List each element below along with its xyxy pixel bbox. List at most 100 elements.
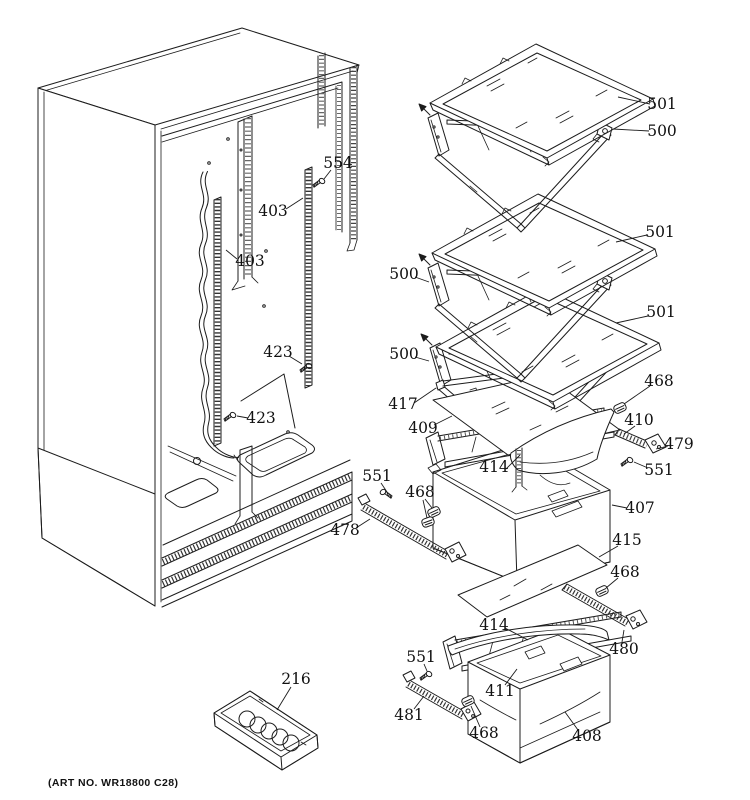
screw-423-left bbox=[223, 410, 238, 422]
part-labels: 5015005015005015004174094684104795514145… bbox=[225, 95, 694, 745]
glass-shelf-501-2 bbox=[431, 193, 658, 317]
part-label-403-28: 403 bbox=[258, 197, 304, 220]
part-label-468-8: 468 bbox=[623, 372, 674, 405]
part-label-423-31: 423 bbox=[236, 409, 276, 427]
art-number: (ART NO. WR18800 C28) bbox=[48, 777, 178, 789]
part-number-text: 423 bbox=[263, 343, 293, 361]
leader-line bbox=[236, 415, 249, 419]
leader-line bbox=[413, 695, 425, 710]
leader-line bbox=[413, 387, 437, 404]
part-number-text: 410 bbox=[624, 411, 654, 429]
part-label-468-14: 468 bbox=[405, 483, 435, 519]
part-label-407-16: 407 bbox=[611, 499, 655, 517]
part-label-468-23: 468 bbox=[469, 705, 499, 742]
leader-line bbox=[598, 545, 619, 558]
leader-line bbox=[285, 197, 304, 210]
part-number-text: 481 bbox=[394, 706, 424, 724]
leader-line bbox=[380, 482, 388, 493]
part-label-216-26: 216 bbox=[276, 670, 311, 711]
part-label-554-27: 554 bbox=[323, 154, 353, 180]
part-number-text: 468 bbox=[610, 563, 640, 581]
part-label-551-13: 551 bbox=[362, 467, 392, 493]
part-number-text: 407 bbox=[625, 499, 655, 517]
screw-551-bottom bbox=[419, 669, 434, 681]
leader-line bbox=[623, 425, 636, 435]
leader-line bbox=[633, 461, 649, 469]
part-number-text: 411 bbox=[485, 682, 515, 700]
leader-line bbox=[414, 276, 430, 283]
part-label-481-22: 481 bbox=[394, 695, 425, 724]
leader-line bbox=[623, 385, 651, 405]
part-label-501-2: 501 bbox=[615, 223, 675, 243]
part-label-417-6: 417 bbox=[388, 387, 437, 413]
refrigerator-cabinet bbox=[37, 27, 360, 608]
part-number-text: 423 bbox=[246, 409, 276, 427]
part-number-text: 551 bbox=[644, 461, 674, 479]
part-number-text: 551 bbox=[406, 648, 436, 666]
leader-line bbox=[655, 445, 669, 450]
leader-line bbox=[422, 499, 428, 519]
shelf-rail-403-right bbox=[304, 166, 313, 389]
part-number-text: 415 bbox=[612, 531, 642, 549]
leader-line bbox=[504, 668, 518, 686]
part-label-551-11: 551 bbox=[633, 461, 674, 479]
part-number-text: 480 bbox=[609, 640, 639, 658]
leader-line bbox=[615, 315, 649, 324]
part-number-text: 414 bbox=[479, 616, 509, 634]
leader-line bbox=[615, 234, 648, 243]
part-label-478-15: 478 bbox=[330, 518, 371, 539]
part-number-text: 409 bbox=[408, 419, 438, 437]
rail-480 bbox=[561, 583, 648, 630]
drawer-407 bbox=[427, 441, 611, 583]
part-label-409-7: 409 bbox=[408, 415, 453, 437]
shelf-rail-403-left bbox=[213, 196, 222, 447]
part-label-414-12: 414 bbox=[479, 454, 521, 476]
cabinet-left-side bbox=[37, 87, 156, 607]
part-number-text: 500 bbox=[647, 122, 677, 140]
part-number-text: 408 bbox=[572, 727, 602, 745]
part-label-403-29: 403 bbox=[225, 249, 265, 270]
leader-line bbox=[414, 356, 430, 362]
part-label-500-3: 500 bbox=[389, 265, 430, 283]
shelf-stack bbox=[357, 43, 667, 764]
leader-line bbox=[564, 711, 579, 731]
part-label-411-24: 411 bbox=[485, 668, 518, 700]
part-number-text: 468 bbox=[469, 724, 499, 742]
slide-bracket-410 bbox=[614, 428, 667, 454]
part-number-text: 479 bbox=[664, 435, 694, 453]
roller-479 bbox=[644, 433, 667, 454]
rail-478 bbox=[357, 493, 467, 563]
part-number-text: 468 bbox=[644, 372, 674, 390]
screw-551-right bbox=[620, 455, 635, 467]
part-label-468-18: 468 bbox=[605, 563, 640, 589]
leader-line bbox=[288, 355, 303, 365]
part-number-text: 551 bbox=[362, 467, 392, 485]
bottom-sill bbox=[161, 471, 353, 608]
leader-line bbox=[617, 96, 651, 105]
glass-shelf-501-1 bbox=[429, 43, 656, 167]
part-label-480-20: 480 bbox=[609, 629, 639, 658]
part-number-text: 468 bbox=[405, 483, 435, 501]
part-number-text: 501 bbox=[646, 303, 676, 321]
spill-glass-415 bbox=[457, 544, 608, 618]
part-number-text: 216 bbox=[281, 670, 311, 688]
leader-line bbox=[470, 705, 481, 728]
drawer-hanger-band bbox=[510, 408, 615, 493]
leader-line bbox=[423, 663, 428, 672]
part-label-500-1: 500 bbox=[612, 122, 677, 140]
leader-line bbox=[225, 249, 238, 260]
part-number-text: 500 bbox=[389, 345, 419, 363]
leader-line bbox=[611, 504, 628, 509]
drawer-front-rail-411 bbox=[447, 624, 610, 656]
leader-line bbox=[355, 518, 371, 529]
leader-line bbox=[605, 577, 619, 589]
part-label-551-21: 551 bbox=[406, 648, 436, 672]
part-number-text: 403 bbox=[235, 252, 265, 270]
center-mullion bbox=[231, 115, 259, 291]
part-number-text: 500 bbox=[389, 265, 419, 283]
part-label-423-30: 423 bbox=[263, 343, 303, 365]
leader-line bbox=[323, 169, 332, 180]
part-label-408-25: 408 bbox=[564, 711, 602, 745]
